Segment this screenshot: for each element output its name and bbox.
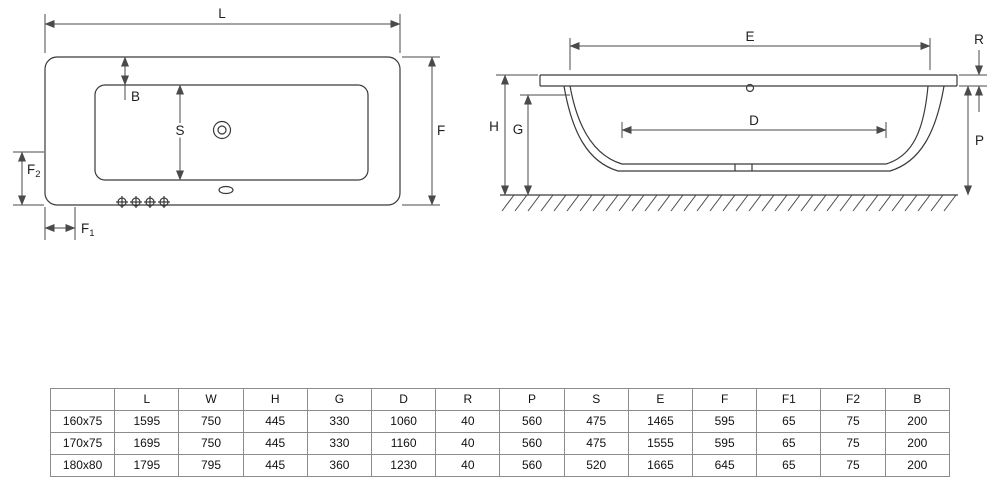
bathtub-side-view: E R H G D P — [487, 27, 987, 212]
dim-label-H: H — [489, 119, 499, 134]
dim-label-F1: F1 — [81, 221, 95, 239]
dimension-value-cell: 560 — [499, 410, 565, 433]
dimension-value-cell: 40 — [435, 454, 501, 477]
dimension-value-cell: 360 — [306, 454, 373, 477]
dimension-value-cell: 595 — [692, 410, 758, 433]
foot-marker-icon — [130, 196, 142, 208]
dim-label-D: D — [749, 113, 759, 128]
dim-label-G: G — [513, 122, 524, 137]
dimension-value-cell: 1665 — [627, 454, 694, 477]
dimension-value-cell: 595 — [692, 432, 758, 455]
table-header-L: L — [114, 388, 180, 411]
dimension-value-cell: 75 — [820, 410, 886, 433]
dimension-value-cell: 445 — [242, 454, 308, 477]
dimension-value-cell: 40 — [435, 432, 501, 455]
table-header-R: R — [435, 388, 501, 411]
dim-label-L: L — [218, 6, 226, 21]
row-size-label: 170x75 — [49, 432, 116, 455]
basin-inner-wall — [569, 85, 929, 165]
dim-label-E: E — [745, 29, 754, 44]
dim-label-F2: F2 — [27, 162, 41, 180]
dimension-value-cell: 645 — [692, 454, 758, 477]
dimension-value-cell: 65 — [756, 432, 822, 455]
dimension-value-cell: 75 — [820, 454, 886, 477]
tub-basin-outline — [94, 84, 369, 181]
table-header-E: E — [627, 388, 694, 411]
dimension-value-cell: 1595 — [114, 410, 180, 433]
table-header-H: H — [242, 388, 308, 411]
dimension-value-cell: 200 — [884, 432, 951, 455]
dimension-value-cell: 795 — [178, 454, 244, 477]
side-view-dimension-lines — [496, 38, 987, 196]
table-header-F2: F2 — [820, 388, 886, 411]
dimension-value-cell: 75 — [820, 432, 886, 455]
row-size-label: 160x75 — [49, 410, 116, 433]
tub-top-outline — [44, 56, 401, 208]
dimension-value-cell: 330 — [306, 410, 373, 433]
dim-label-P: P — [975, 133, 984, 148]
dim-label-R: R — [974, 32, 984, 47]
table-header-size — [49, 388, 116, 411]
table-header-G: G — [306, 388, 373, 411]
overflow-icon — [218, 185, 234, 195]
table-header-F1: F1 — [756, 388, 822, 411]
dimension-value-cell: 1795 — [114, 454, 180, 477]
bathtub-top-view: L B S F F2 F1 — [13, 4, 448, 242]
dimension-value-cell: 40 — [435, 410, 501, 433]
table-header-F: F — [692, 388, 758, 411]
foot-marker-icon — [158, 196, 170, 208]
dimension-value-cell: 520 — [563, 454, 629, 477]
dimension-value-cell: 1060 — [371, 410, 437, 433]
dimension-value-cell: 445 — [242, 432, 308, 455]
dim-label-F: F — [437, 123, 445, 138]
top-view-dimension-lines — [13, 14, 440, 240]
tub-side-outline — [539, 74, 958, 172]
ground-hatching — [501, 194, 957, 212]
dimension-value-cell: 750 — [178, 410, 244, 433]
table-header-B: B — [884, 388, 951, 411]
overflow-hole-icon — [745, 83, 755, 93]
basin-outer-wall — [563, 85, 945, 172]
dimension-value-cell: 200 — [884, 454, 951, 477]
dimension-value-cell: 560 — [499, 454, 565, 477]
dimension-value-cell: 1230 — [371, 454, 437, 477]
foot-marker-icon — [144, 196, 156, 208]
table-header-S: S — [563, 388, 629, 411]
dimension-value-cell: 200 — [884, 410, 951, 433]
dimension-value-cell: 1695 — [114, 432, 180, 455]
row-size-label: 180x80 — [49, 454, 116, 477]
dimension-value-cell: 1465 — [627, 410, 694, 433]
dimension-value-cell: 750 — [178, 432, 244, 455]
dimension-value-cell: 560 — [499, 432, 565, 455]
table-header-P: P — [499, 388, 565, 411]
foot-marker-icon — [116, 196, 128, 208]
dim-label-S: S — [175, 123, 184, 138]
dimension-value-cell: 1160 — [371, 432, 437, 455]
dimension-value-cell: 65 — [756, 454, 822, 477]
drain-icon-inner — [217, 125, 227, 135]
tub-rim-outline — [44, 56, 401, 206]
dimension-value-cell: 65 — [756, 410, 822, 433]
table-header-W: W — [178, 388, 244, 411]
dim-label-B: B — [131, 89, 140, 104]
dimension-value-cell: 475 — [563, 432, 629, 455]
drain-icon — [212, 120, 232, 140]
dimension-value-cell: 330 — [306, 432, 373, 455]
table-header-D: D — [371, 388, 437, 411]
dimension-value-cell: 475 — [563, 410, 629, 433]
dimension-value-cell: 445 — [242, 410, 308, 433]
dimension-value-cell: 1555 — [627, 432, 694, 455]
